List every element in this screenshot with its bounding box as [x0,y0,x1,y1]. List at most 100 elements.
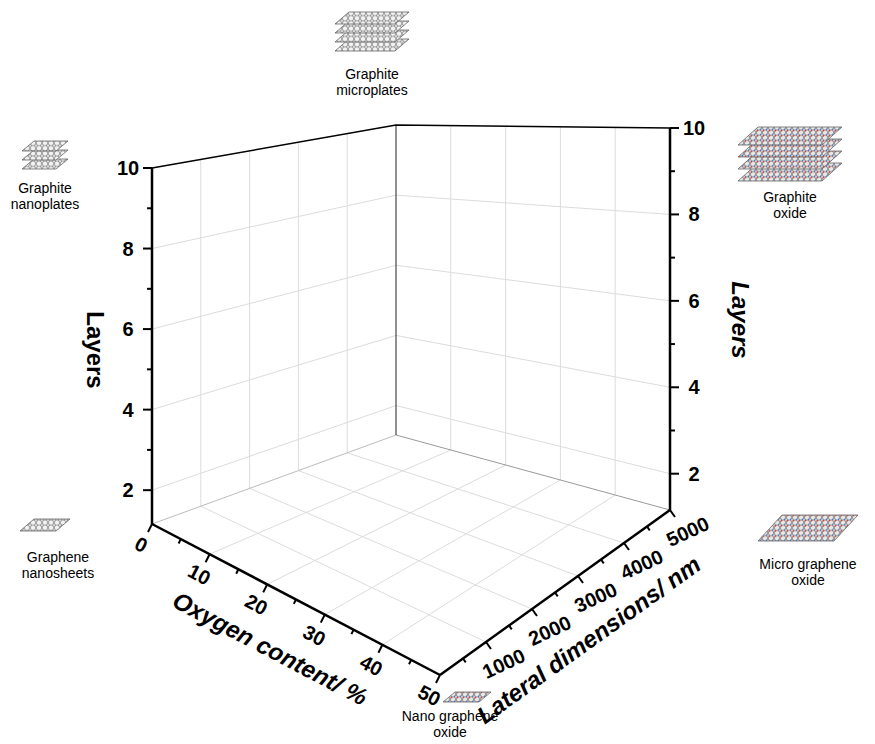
axis-line [152,435,396,524]
grid-line [210,450,451,554]
material-label: Graphite oxide [752,189,828,221]
tick-mark [601,560,604,564]
tick-mark [143,409,152,411]
axis-line [151,168,154,524]
grid-line [249,151,250,489]
axis-line [669,128,672,510]
graphite-nanoplates-icon [22,141,68,169]
tick-mark [670,473,679,475]
tick-label: 4 [688,376,699,399]
tick-label: 8 [122,237,133,260]
grid-line [347,453,624,543]
tick-mark [436,675,440,683]
axis-title: Layers [726,281,754,358]
grid-line [267,465,505,584]
axis-title: Lateral dimensions/ nm [472,550,706,729]
graphite-microplates-icon [335,12,409,51]
tick-mark [670,170,675,172]
tick-mark [578,576,583,583]
graphite-oxide-icon [738,127,842,181]
tick-label: 10 [183,560,213,591]
grid-line [560,127,561,480]
grid-line [200,159,201,506]
grid-line [325,480,561,615]
tick-label: 8 [688,203,699,226]
tick-mark [647,527,650,531]
tick-mark [670,127,679,129]
grid-line [505,126,506,465]
tick-label: 6 [122,318,133,341]
axis-line [396,125,397,435]
grid-line [382,495,615,645]
material-label: Graphite microplates [326,66,418,98]
tick-mark [143,167,152,169]
tick-mark [555,593,558,597]
tick-mark [263,584,267,592]
grid-line [250,488,532,609]
tick-label: 2 [122,479,133,502]
tick-mark [143,489,152,491]
tick-mark [179,539,181,543]
tick-label: 2 [688,462,699,485]
tick-mark [147,207,152,209]
axis-line [152,125,670,168]
tick-mark [532,609,537,616]
tick-mark [670,213,679,215]
axes [143,125,679,683]
tick-label: 4 [122,398,133,421]
tick-mark [147,368,152,370]
tick-mark [378,645,382,653]
tick-mark [670,257,675,259]
grid-line [152,195,396,248]
axis-line [396,435,670,510]
tick-mark [147,449,152,451]
grid-line [396,195,670,214]
tick-mark [670,429,675,431]
tick-mark [143,328,152,330]
grid-line [347,134,348,453]
tick-mark [148,524,152,532]
micro-graphene-oxide-icon [758,515,858,541]
sheet-icons [20,12,858,702]
material-label: Micro graphene oxide [755,556,861,588]
tick-mark [147,288,152,290]
material-label: Graphene nanosheets [13,549,103,581]
grid-line [396,265,670,301]
grid-line [396,406,670,474]
tick-mark [509,626,512,630]
tick-mark [486,642,491,649]
grid-line [615,127,616,495]
tick-label: 30 [299,620,329,651]
tick-mark [670,343,675,345]
tick-mark [143,248,152,250]
grid-line [298,471,578,576]
grid-line [396,335,670,387]
tick-label: 5000 [663,512,713,552]
grid-line [298,142,299,470]
tick-mark [206,554,210,562]
axis-title: Oxygen content/ % [168,586,372,711]
tick-mark [321,615,325,623]
tick-label: 10 [117,157,139,180]
axis-title: Layers [81,311,109,388]
grid-line [152,335,396,409]
tick-label: 50 [414,681,444,712]
tick-label: 6 [688,289,699,312]
tick-label: 10 [683,117,705,140]
grid-line [450,126,451,450]
tick-mark [670,300,679,302]
tick-label: 0 [131,532,152,558]
tick-mark [670,386,679,388]
tick-mark [624,543,629,550]
material-label: Graphite nanoplates [4,180,86,212]
tick-mark [236,569,238,573]
tick-label: 40 [356,650,386,681]
grid-line [152,265,396,329]
tick-mark [670,510,675,517]
tick-mark [463,659,466,663]
tick-mark [351,630,353,634]
tick-mark [409,660,411,664]
graphene-nanosheet-icon [20,519,70,531]
tick-mark [294,600,296,604]
